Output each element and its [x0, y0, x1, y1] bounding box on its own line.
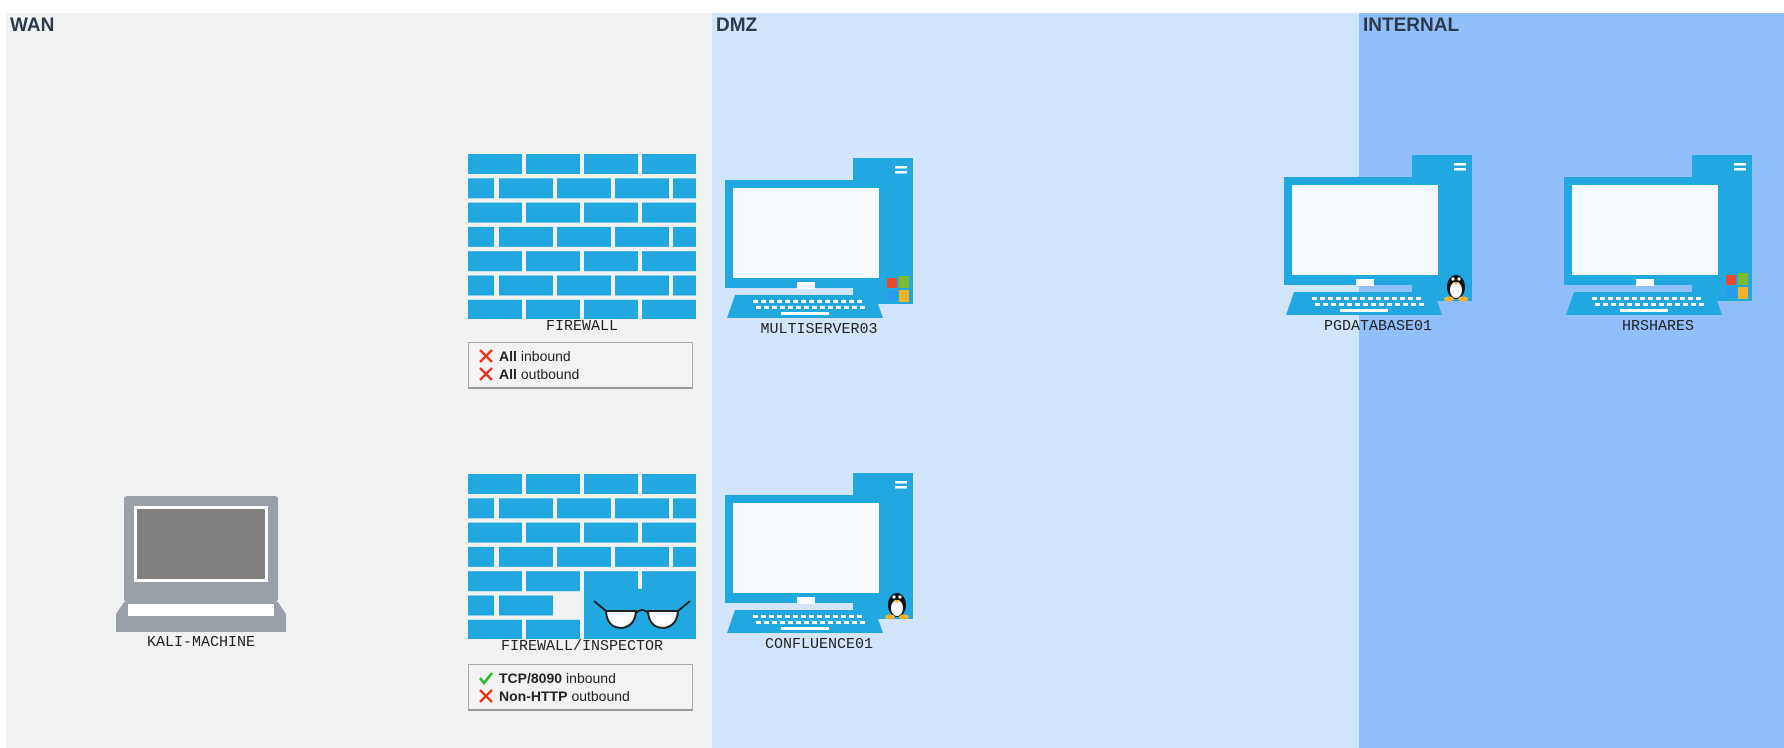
firewall-node[interactable] — [468, 153, 696, 319]
brick — [468, 299, 522, 319]
internal-zone-title: INTERNAL — [1363, 15, 1460, 36]
brick — [526, 202, 580, 223]
brick — [468, 619, 522, 639]
brick — [526, 251, 580, 272]
brick — [557, 226, 611, 247]
brick — [468, 546, 494, 567]
brick — [642, 571, 696, 592]
brick — [526, 299, 580, 319]
pgdatabase01-label: PGDATABASE01 — [1323, 318, 1433, 335]
brick — [468, 251, 522, 272]
brick — [642, 522, 696, 543]
allow-check-icon — [479, 672, 493, 685]
brick — [642, 154, 696, 174]
brick — [468, 178, 494, 199]
brick — [499, 226, 553, 247]
brick — [526, 619, 580, 639]
brick — [615, 226, 669, 247]
firewall-label: FIREWALL — [545, 318, 619, 335]
brick — [557, 546, 611, 567]
brick — [468, 595, 494, 616]
firewall-inspector-label: FIREWALL/INSPECTOR — [500, 638, 664, 655]
brick — [499, 546, 553, 567]
brick — [526, 571, 580, 592]
brick — [584, 202, 638, 223]
brick — [468, 202, 522, 223]
windows-icon — [887, 276, 909, 302]
internal-zone: INTERNAL — [1359, 13, 1784, 748]
laptop-icon — [116, 496, 286, 632]
firewall-inspector-node[interactable] — [468, 473, 696, 639]
deny-x-icon — [479, 689, 493, 703]
desktop-computer-icon — [725, 158, 913, 318]
windows-icon — [1726, 273, 1748, 299]
brick — [673, 178, 696, 199]
brick-wall-glasses-icon — [468, 474, 696, 639]
multiserver03-label: MULTISERVER03 — [760, 321, 878, 338]
brick — [642, 474, 696, 494]
brick — [615, 546, 669, 567]
kali-machine-node[interactable] — [116, 496, 286, 632]
wan-zone-title: WAN — [10, 15, 55, 36]
brick — [584, 571, 638, 592]
brick — [499, 275, 553, 296]
hrshares-node[interactable] — [1564, 155, 1754, 315]
dmz-zone-title: DMZ — [716, 15, 758, 36]
brick — [499, 595, 553, 616]
brick — [673, 498, 696, 519]
brick — [557, 178, 611, 199]
brick — [615, 498, 669, 519]
brick — [499, 178, 553, 199]
brick — [468, 275, 494, 296]
desktop-computer-icon — [1284, 155, 1472, 315]
deny-x-icon — [479, 349, 493, 363]
brick — [642, 299, 696, 319]
hrshares-label: HRSHARES — [1621, 318, 1695, 335]
brick — [526, 154, 580, 174]
brick — [526, 522, 580, 543]
brick — [499, 498, 553, 519]
brick — [584, 474, 638, 494]
brick — [673, 275, 696, 296]
linux-tux-icon — [1444, 275, 1468, 302]
kali-machine-label: KALI-MACHINE — [146, 634, 256, 651]
brick — [615, 178, 669, 199]
brick — [673, 226, 696, 247]
deny-x-icon — [479, 367, 493, 381]
desktop-computer-icon — [1564, 155, 1752, 315]
desktop-computer-icon — [725, 473, 913, 633]
brick — [526, 474, 580, 494]
brick — [557, 498, 611, 519]
brick — [468, 154, 522, 174]
brick — [468, 226, 494, 247]
brick — [584, 251, 638, 272]
brick — [615, 275, 669, 296]
brick — [584, 522, 638, 543]
brick — [468, 474, 522, 494]
brick — [468, 522, 522, 543]
brick — [642, 202, 696, 223]
multiserver03-node[interactable] — [725, 158, 915, 318]
brick — [584, 299, 638, 319]
glasses-icon — [593, 600, 691, 630]
brick — [468, 498, 494, 519]
brick — [642, 251, 696, 272]
brick — [584, 154, 638, 174]
brick — [557, 275, 611, 296]
confluence01-node[interactable] — [725, 473, 915, 633]
brick — [673, 546, 696, 567]
brick-wall-icon — [468, 154, 696, 319]
confluence01-label: CONFLUENCE01 — [764, 636, 874, 653]
linux-tux-icon — [885, 593, 909, 620]
pgdatabase01-node[interactable] — [1284, 155, 1474, 315]
brick — [468, 571, 522, 592]
